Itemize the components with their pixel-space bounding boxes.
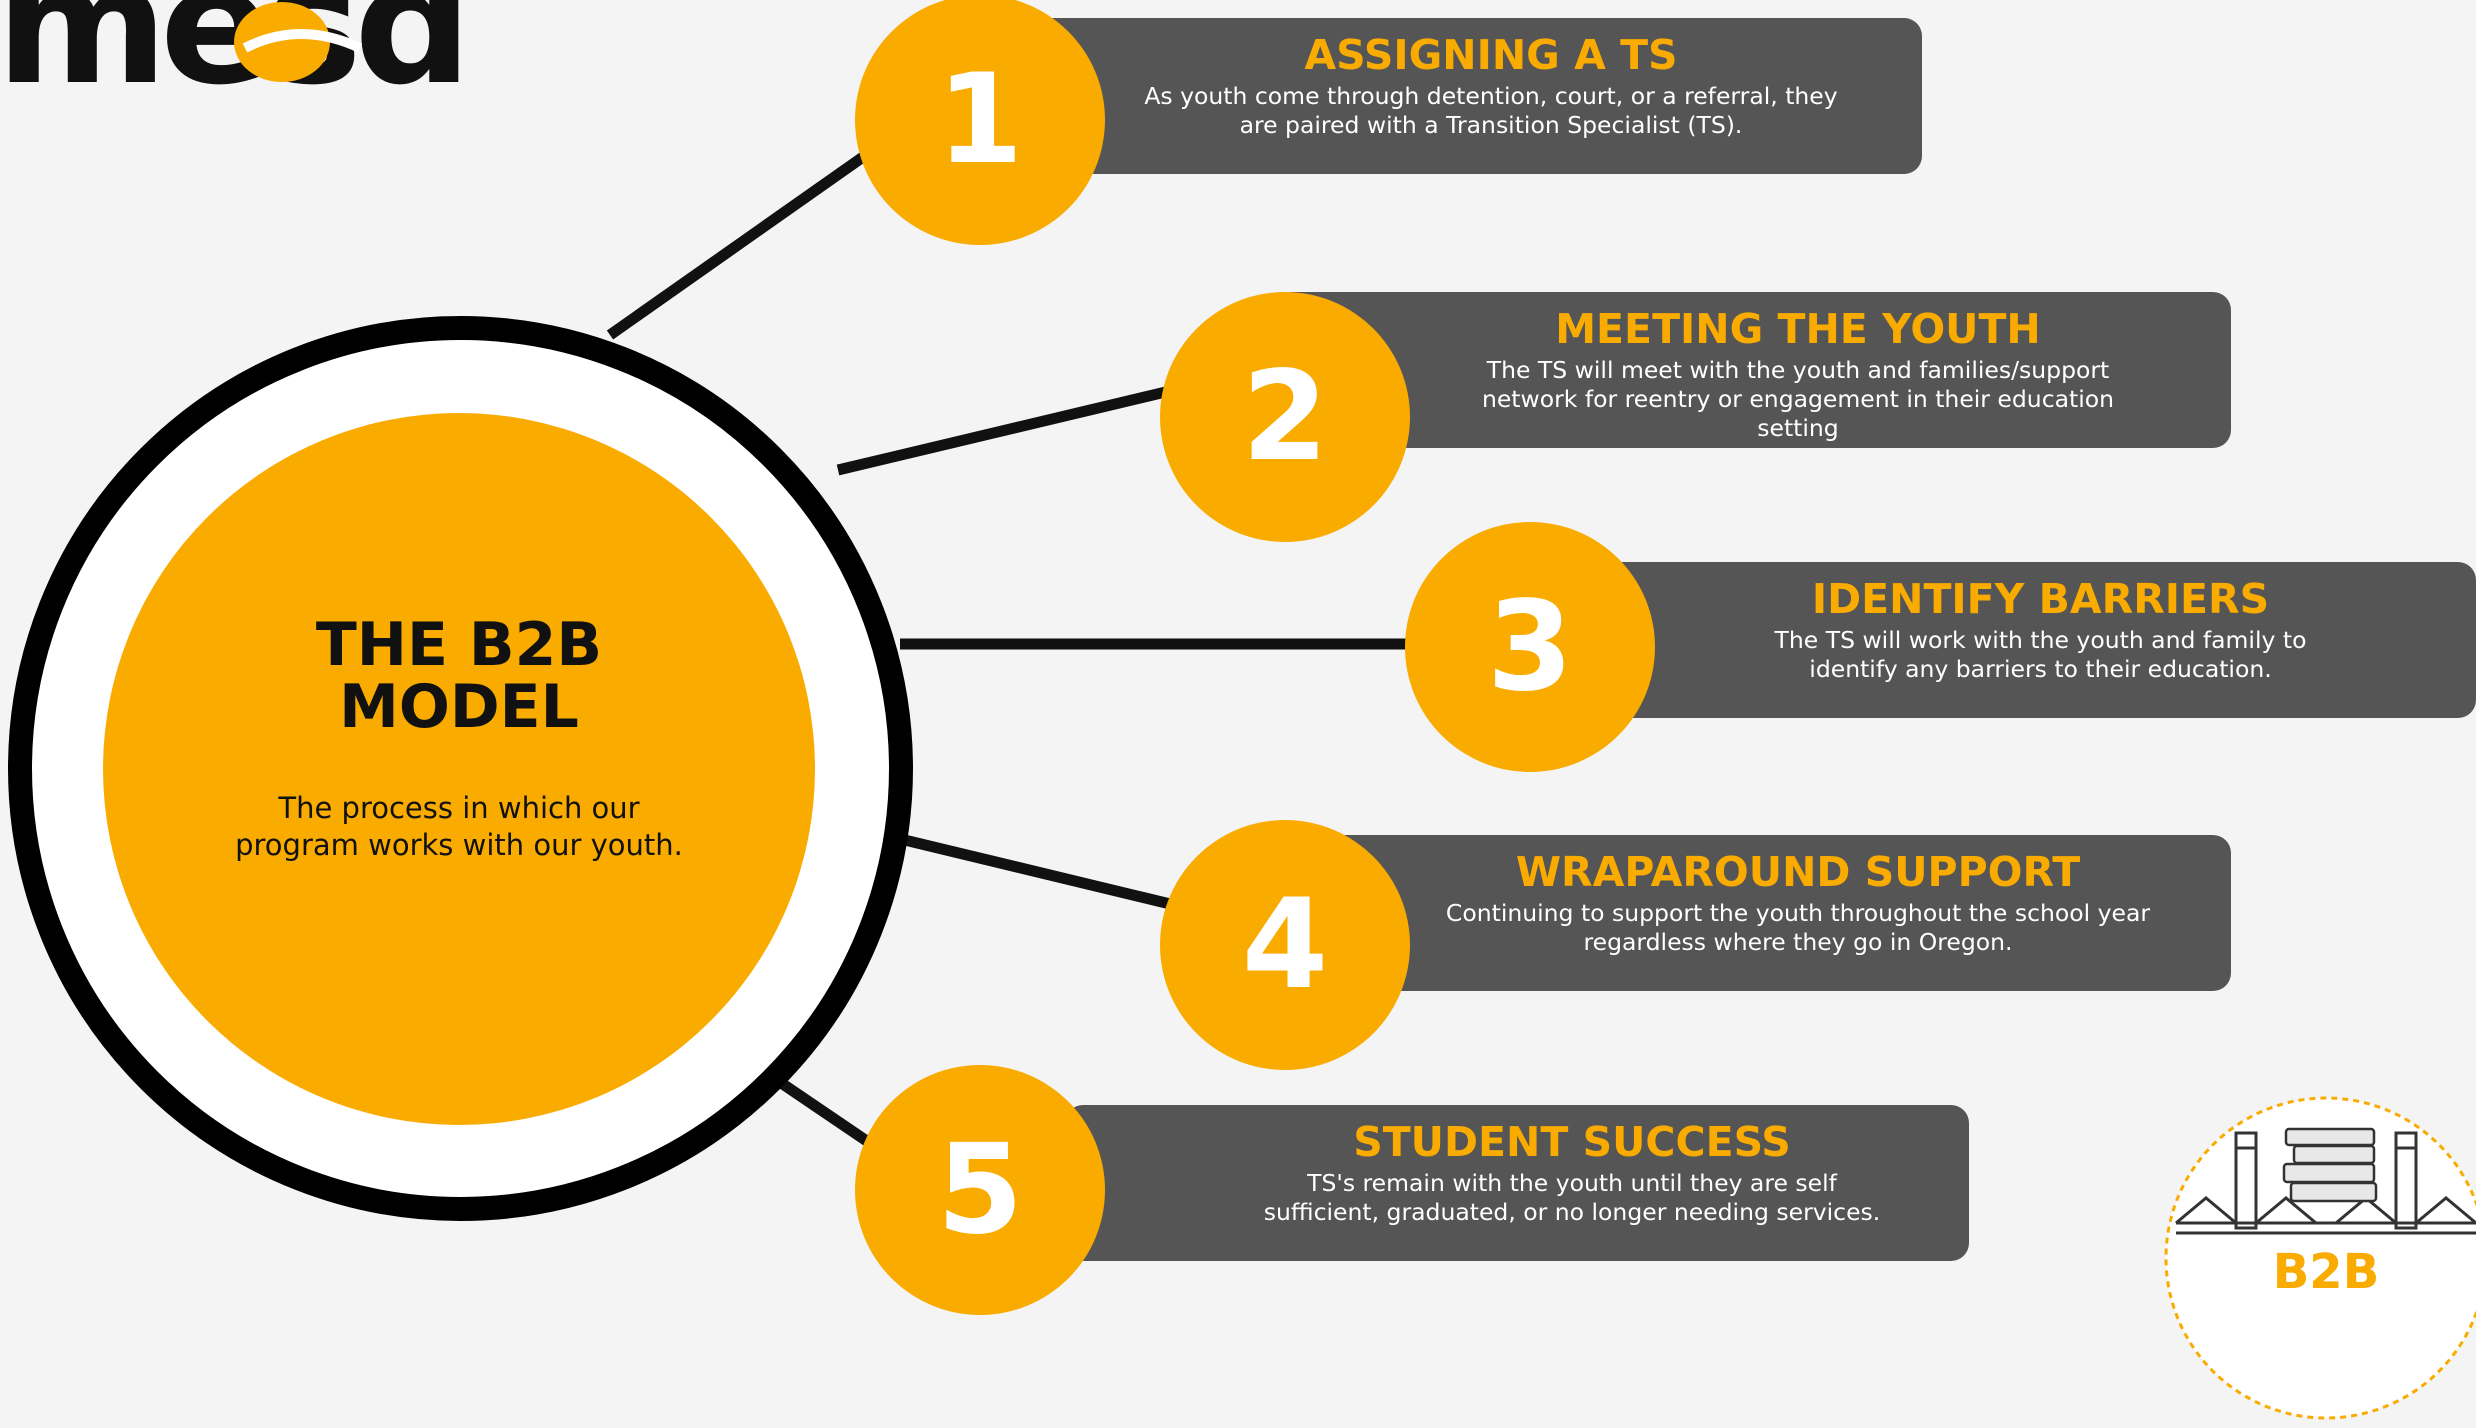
- step-4-number: 4: [1241, 873, 1329, 1017]
- step-5-description: TS's remain with the youth until they ar…: [1263, 1169, 1881, 1226]
- step-5-number-badge: 5: [855, 1065, 1105, 1315]
- step-2-card: MEETING THE YOUTH The TS will meet with …: [1265, 292, 2231, 448]
- step-2-title: MEETING THE YOUTH: [1555, 305, 2041, 353]
- step-4-description: Continuing to support the youth througho…: [1445, 899, 2151, 956]
- hub-circle: THE B2B MODEL The process in which our p…: [103, 413, 815, 1125]
- step-3-description: The TS will work with the youth and fami…: [1774, 626, 2307, 683]
- badge-text: B2B: [2273, 1244, 2380, 1300]
- step-5-number: 5: [936, 1118, 1024, 1262]
- step-5-title: STUDENT SUCCESS: [1353, 1118, 1791, 1166]
- b2b-bridge-books-badge: B2B: [2164, 1096, 2476, 1420]
- step-3-card: IDENTIFY BARRIERS The TS will work with …: [1495, 562, 2476, 718]
- step-2-number: 2: [1241, 345, 1329, 489]
- svg-text:mesd: mesd: [0, 0, 464, 95]
- step-1-title: ASSIGNING A TS: [1304, 31, 1678, 79]
- step-4-card: WRAPAROUND SUPPORT Continuing to support…: [1265, 835, 2231, 991]
- mesd-logo: mesd: [0, 0, 472, 95]
- step-2-number-badge: 2: [1160, 292, 1410, 542]
- step-1-card: ASSIGNING A TS As youth come through det…: [960, 18, 1922, 174]
- step-1-number: 1: [936, 48, 1024, 192]
- step-1-description: As youth come through detention, court, …: [1144, 82, 1838, 139]
- step-2-description: The TS will meet with the youth and fami…: [1481, 356, 2115, 442]
- step-3-number-badge: 3: [1405, 522, 1655, 772]
- step-1-number-badge: 1: [855, 0, 1105, 245]
- step-3-number: 3: [1486, 575, 1574, 719]
- step-4-title: WRAPAROUND SUPPORT: [1515, 848, 2081, 896]
- step-5-card: STUDENT SUCCESS TS's remain with the you…: [1065, 1105, 1969, 1261]
- hub-title: THE B2B MODEL: [315, 610, 603, 742]
- step-4-number-badge: 4: [1160, 820, 1410, 1070]
- connector-line-1: [606, 140, 884, 340]
- connector-line-2: [836, 379, 1197, 476]
- hub-subtitle: The process in which our program works w…: [235, 791, 683, 862]
- step-3-title: IDENTIFY BARRIERS: [1811, 575, 2270, 623]
